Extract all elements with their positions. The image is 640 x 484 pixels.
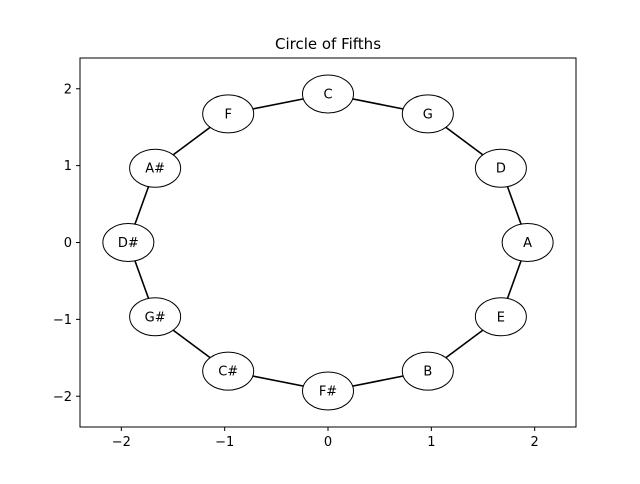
node-label: F [224,107,231,122]
node-ellipse [302,371,354,411]
plot-area [80,58,576,427]
node-ellipse [302,74,354,114]
x-tick-label: −2 [112,435,131,450]
node-label: C [323,87,332,102]
node-B: B [401,351,454,391]
node-ellipse [129,148,182,188]
x-tick-label: −1 [215,435,234,450]
node-D: D [474,148,527,188]
node-label: D# [118,236,139,251]
y-tick-label: −1 [53,313,72,328]
node-label: G# [145,310,166,325]
node-label: D [496,162,506,177]
y-tick-label: −2 [53,390,72,405]
x-tick-label: 2 [531,435,539,450]
node-G: G [401,94,454,134]
node-ellipse [129,297,182,337]
node-ellipse [202,351,255,391]
node-E: E [474,297,527,337]
node-C#: C# [202,351,255,391]
x-tick-label: 0 [324,435,332,450]
node-ellipse [401,94,454,134]
node-ellipse [474,148,527,188]
x-axis: −2 −1 0 1 2 [112,427,539,450]
node-label: G [423,107,433,122]
nodes-layer: C G D A E B F# C# G# D# A# F [102,74,554,411]
y-tick-label: 2 [64,82,72,97]
node-ellipse [474,297,527,337]
node-C: C [302,74,354,114]
node-A: A [501,223,554,262]
node-label: C# [218,365,238,380]
node-ellipse [501,223,554,262]
node-A#: A# [129,148,182,188]
y-tick-label: 1 [64,159,72,174]
node-ellipse [202,94,255,134]
node-G#: G# [129,297,182,337]
node-label: E [497,310,505,325]
node-F#: F# [302,371,354,411]
node-label: F# [319,385,337,400]
y-axis: −2 −1 0 1 2 [53,82,80,405]
node-label: A# [145,162,165,177]
chart-title: Circle of Fifths [275,35,381,53]
node-label: A [523,236,532,251]
node-ellipse [401,351,454,391]
y-tick-label: 0 [64,236,72,251]
x-tick-label: 1 [427,435,435,450]
node-D#: D# [102,223,155,262]
node-F: F [202,94,255,134]
node-ellipse [102,223,155,262]
node-label: B [423,365,432,380]
